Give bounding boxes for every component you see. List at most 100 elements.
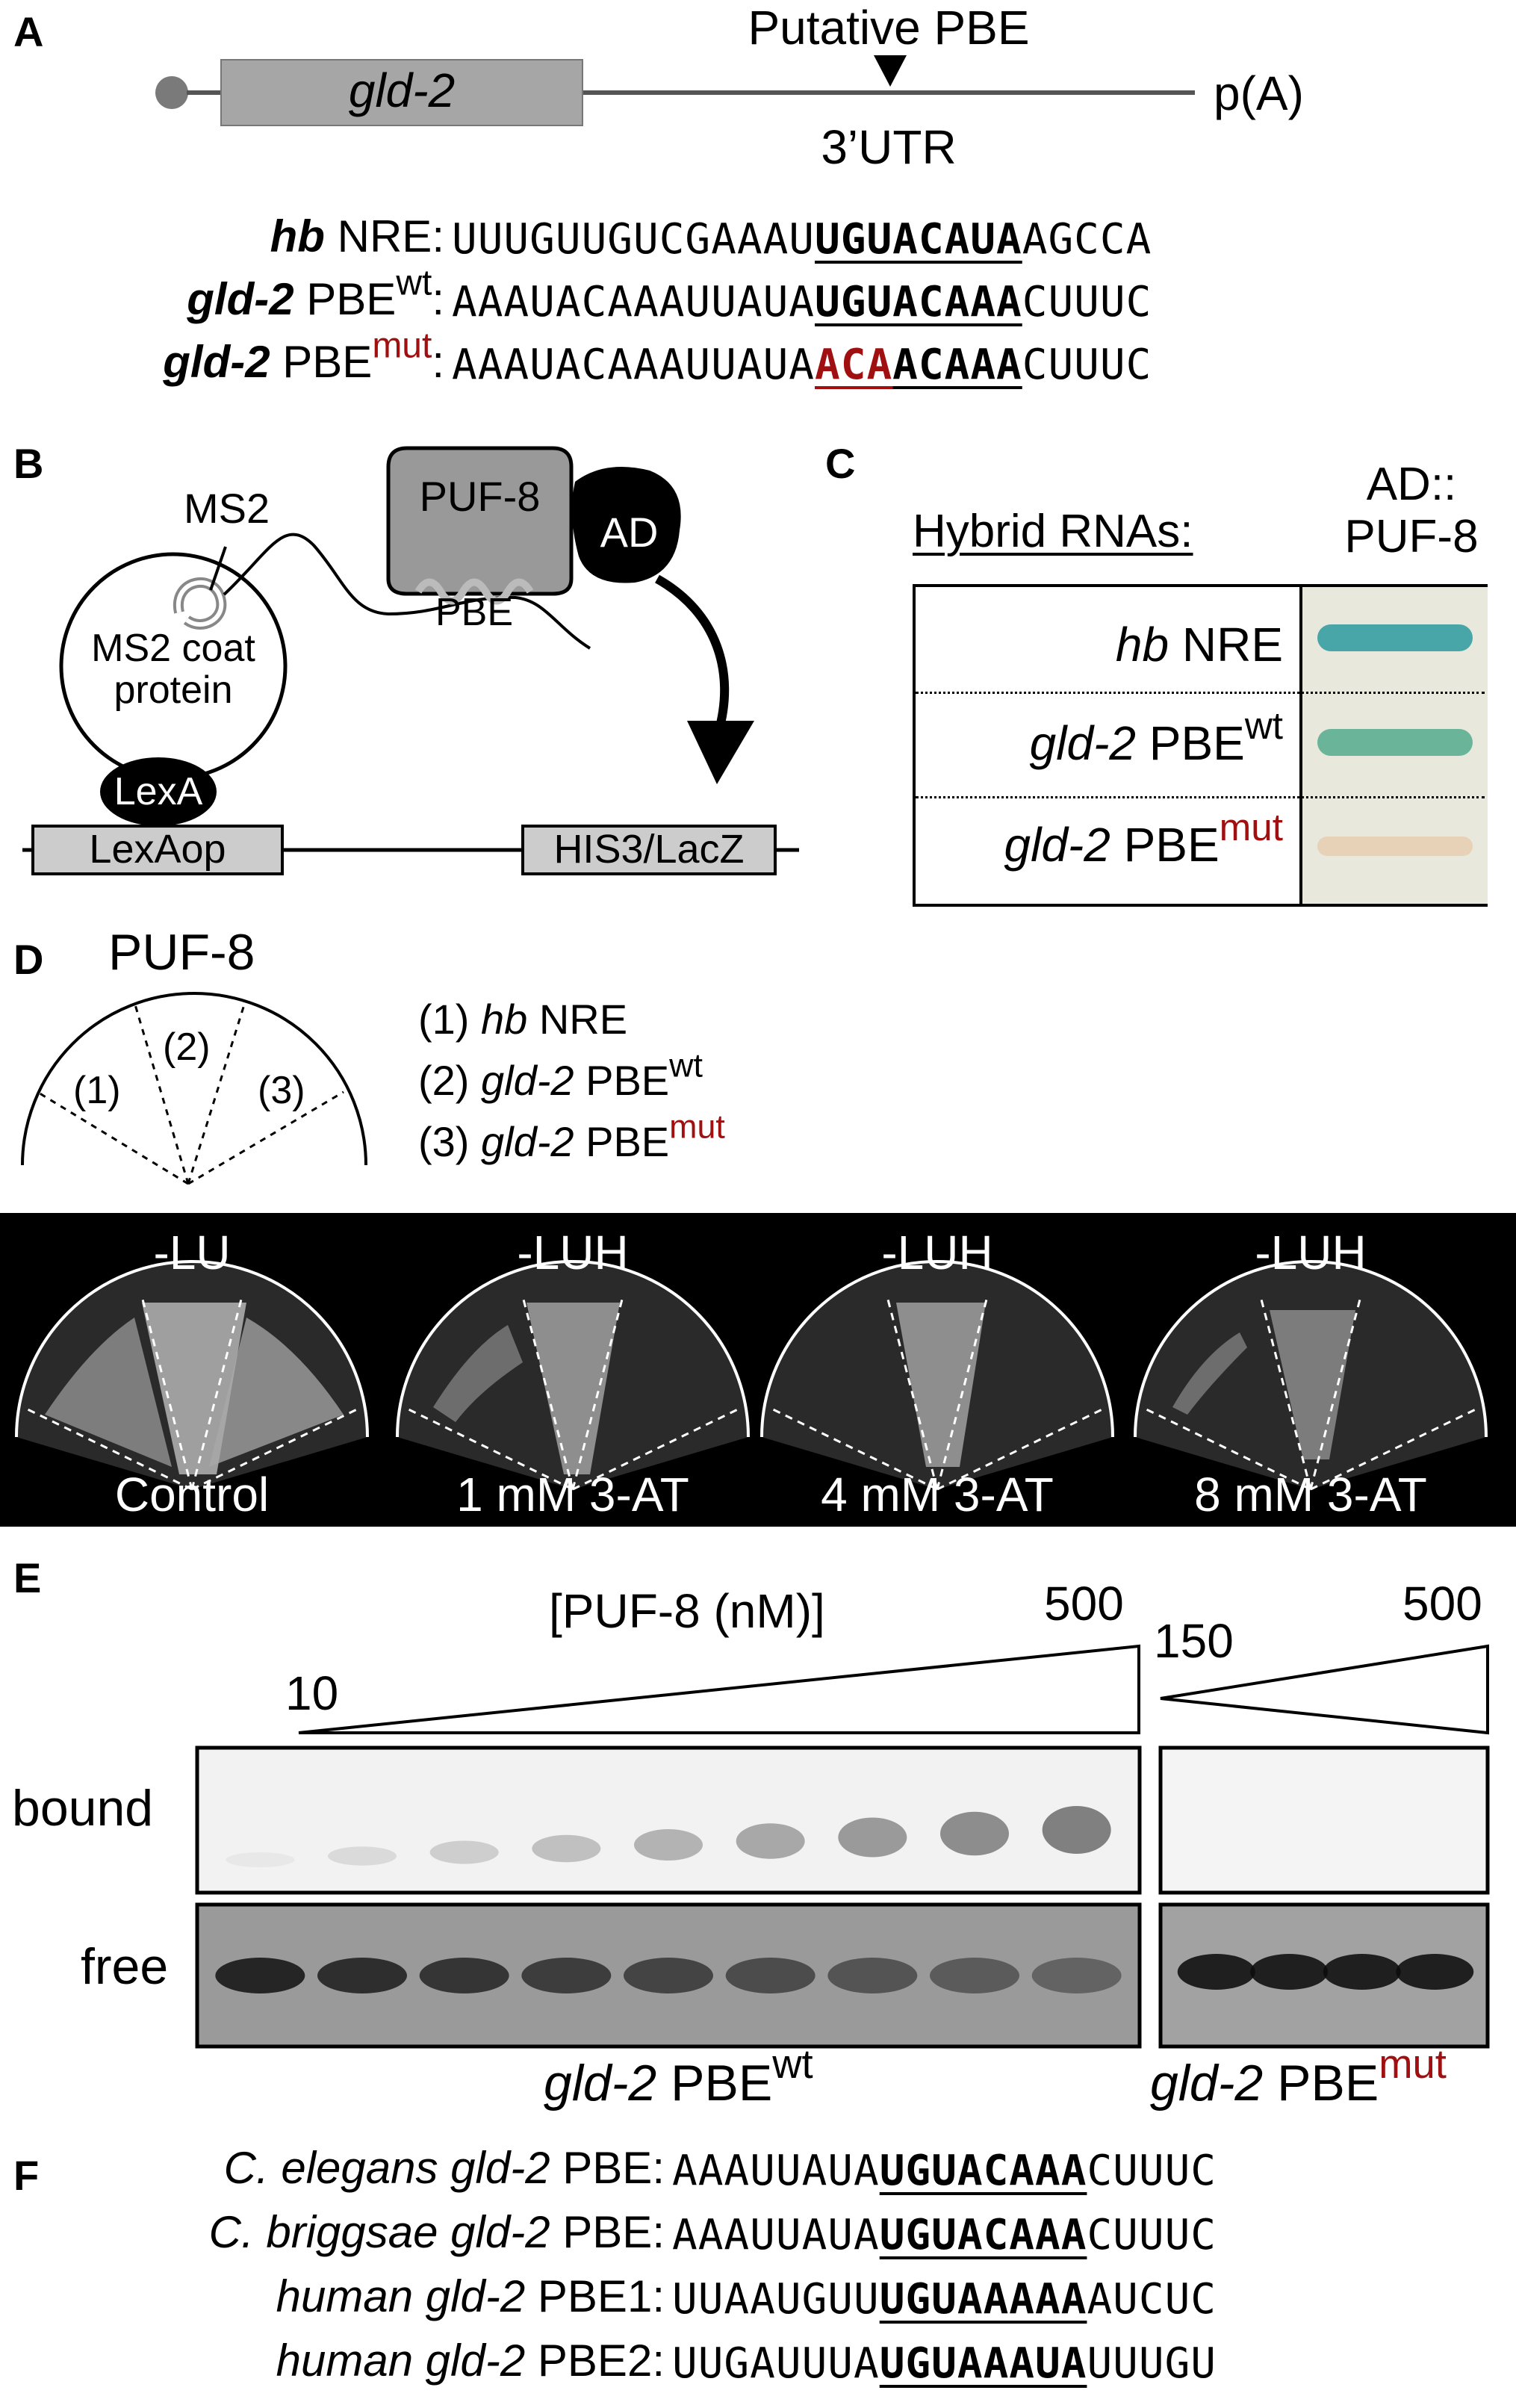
seq-label-hb-nre: hb NRE: bbox=[270, 211, 444, 261]
hybrid-rnas-header: Hybrid RNAs: bbox=[913, 506, 1193, 557]
bound-band bbox=[736, 1823, 805, 1859]
gene-label: gld-2 bbox=[348, 63, 456, 117]
free-band-mut bbox=[1396, 1954, 1474, 1990]
gene-box bbox=[220, 59, 583, 126]
plate-key-title: PUF-8 bbox=[108, 924, 255, 981]
seq-label-gld2-mut: gld-2 PBEmut: bbox=[163, 326, 444, 387]
yeast-three-hybrid-diagram bbox=[22, 446, 799, 875]
free-band bbox=[725, 1958, 816, 1993]
f-label-human-pbe2: human gld-2 PBE2: bbox=[276, 2336, 665, 2386]
free-band bbox=[419, 1958, 509, 1993]
plate-8mm bbox=[1134, 1260, 1488, 1491]
row-gld2-mut-label: gld-2 PBEmut bbox=[1004, 805, 1284, 872]
free-band-mut bbox=[1323, 1954, 1401, 1990]
mut-wedge bbox=[1160, 1644, 1489, 1735]
f-label-human-pbe1: human gld-2 PBE1: bbox=[276, 2271, 665, 2321]
hybrid-table: hb NRE gld-2 PBEwt gld-2 PBEmut bbox=[913, 584, 1488, 907]
ad-label: AD bbox=[600, 509, 659, 556]
plate-4-condition: 8 mM 3-AT bbox=[1194, 1468, 1427, 1521]
plate-1mm bbox=[396, 1260, 750, 1491]
bound-band bbox=[429, 1840, 499, 1864]
activation-arrow bbox=[655, 574, 730, 733]
reporter-label: HIS3/LacZ bbox=[553, 827, 745, 872]
free-band bbox=[624, 1958, 713, 1993]
panel-b-letter: B bbox=[13, 440, 44, 487]
plate-3-medium: -LUH bbox=[881, 1226, 993, 1279]
gene-diagram bbox=[155, 55, 1195, 126]
panel-a-letter: A bbox=[13, 8, 44, 55]
row-hb-nre-label: hb NRE bbox=[1115, 618, 1283, 671]
rna-strand bbox=[223, 533, 591, 650]
wt-wedge bbox=[298, 1644, 1140, 1734]
plate-2-condition: 1 mM 3-AT bbox=[456, 1468, 689, 1521]
f-seq-human-pbe2: UUGAUUUAUGUAAAUAUUUGU bbox=[672, 2339, 1217, 2388]
legend-3: (3) gld-2 PBEmut bbox=[418, 1108, 725, 1165]
panel-e-letter: E bbox=[13, 1554, 42, 1601]
plate-control bbox=[15, 1260, 369, 1491]
wt-high-conc: 500 bbox=[1044, 1577, 1124, 1630]
free-band bbox=[827, 1958, 918, 1993]
plate-1-condition: Control bbox=[114, 1468, 270, 1521]
sector-2: (2) bbox=[163, 1025, 211, 1069]
mut-bound-gel bbox=[1158, 1746, 1490, 1895]
free-band-mut bbox=[1250, 1954, 1329, 1990]
seq-label-gld2-wt: gld-2 PBEwt: bbox=[187, 263, 444, 324]
blue-band-hb bbox=[1317, 624, 1473, 651]
f-seq-cbriggsae: AAAUUAUAUGUACAAACUUUC bbox=[672, 2211, 1217, 2259]
sector-1: (1) bbox=[73, 1069, 121, 1112]
ad-puf8-header: AD::PUF-8 bbox=[1344, 459, 1479, 562]
bound-band bbox=[1042, 1806, 1111, 1854]
f-seq-celegans: AAAUUAUAUGUACAAACUUUC bbox=[672, 2147, 1217, 2195]
polya-label: p(A) bbox=[1214, 66, 1304, 120]
row-gld2-wt-label: gld-2 PBEwt bbox=[1029, 704, 1283, 770]
free-band bbox=[317, 1958, 407, 1993]
emsa-gel bbox=[195, 1644, 1490, 2049]
free-label: free bbox=[81, 1938, 169, 1995]
pbe-label: Putative PBE bbox=[748, 1, 1030, 55]
free-band bbox=[930, 1958, 1019, 1993]
bound-label: bound bbox=[12, 1780, 154, 1837]
plate-key-diagram bbox=[21, 992, 367, 1185]
f-label-celegans: C. elegans gld-2 PBE: bbox=[223, 2143, 665, 2193]
plate-4mm bbox=[760, 1260, 1114, 1491]
lexaop-label: LexAop bbox=[89, 827, 226, 872]
plate-4-medium: -LUH bbox=[1255, 1226, 1367, 1279]
plate-2-medium: -LUH bbox=[517, 1226, 629, 1279]
plates-strip: -LU Control -LUH 1 mM 3-AT -LUH 4 mM 3-A… bbox=[0, 1213, 1516, 1527]
lexa-blob bbox=[100, 757, 217, 826]
ad-blob bbox=[572, 467, 681, 583]
plate-1-medium: -LU bbox=[153, 1226, 231, 1279]
panel-c-letter: C bbox=[825, 440, 856, 487]
reporter-box bbox=[521, 825, 777, 875]
blue-band-wt bbox=[1317, 729, 1473, 756]
seq-gld2-mut: AAAUACAAAUUAUAACAACAAACUUUC bbox=[452, 341, 1152, 389]
legend-1: (1) hb NRE bbox=[418, 996, 628, 1043]
plate-3-condition: 4 mM 3-AT bbox=[821, 1468, 1054, 1521]
free-band-mut bbox=[1177, 1954, 1255, 1990]
pbe-squiggle bbox=[414, 578, 534, 605]
plates-drawing bbox=[15, 1260, 1488, 1491]
5prime-cap bbox=[155, 76, 188, 109]
wt-probe-label: gld-2 PBEwt bbox=[544, 2041, 813, 2111]
utr-label: 3’UTR bbox=[821, 120, 957, 174]
ms2-label: MS2 bbox=[184, 485, 270, 532]
sector-3: (3) bbox=[258, 1069, 305, 1112]
bound-band bbox=[838, 1817, 907, 1858]
puf8-label: PUF-8 bbox=[419, 473, 541, 520]
pale-band-mut bbox=[1317, 837, 1473, 856]
lexa-label: LexA bbox=[114, 770, 203, 813]
panel-d-letter: D bbox=[13, 936, 44, 983]
bound-band bbox=[940, 1811, 1009, 1856]
table-divider bbox=[1299, 587, 1302, 904]
bound-band bbox=[328, 1846, 397, 1866]
mut-low-conc: 150 bbox=[1154, 1614, 1234, 1668]
f-label-cbriggsae: C. briggsae gld-2 PBE: bbox=[208, 2207, 665, 2257]
free-band bbox=[521, 1958, 612, 1993]
bound-band bbox=[634, 1829, 703, 1861]
legend-2: (2) gld-2 PBEwt bbox=[418, 1046, 703, 1104]
bound-band bbox=[226, 1852, 295, 1867]
pbe-box-label: PBE bbox=[435, 591, 514, 634]
pbe-arrowhead bbox=[874, 55, 907, 87]
f-seq-human-pbe1: UUAAUGUUUGUAAAAAAUCUC bbox=[672, 2275, 1217, 2324]
